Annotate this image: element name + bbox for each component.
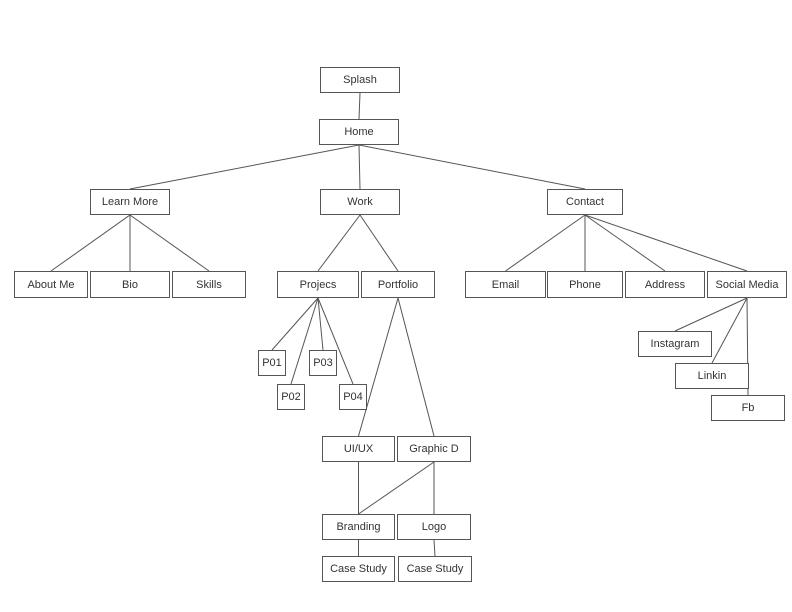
node-bio: Bio: [90, 271, 170, 298]
edge-portfolio-to-graphic-d: [397, 297, 435, 437]
edge-projects-to-p03: [317, 297, 324, 351]
node-splash: Splash: [320, 67, 400, 93]
node-phone: Phone: [547, 271, 623, 298]
node-fb: Fb: [711, 395, 785, 421]
node-portfolio: Portfolio: [361, 271, 435, 298]
node-p04: P04: [339, 384, 367, 410]
node-home: Home: [319, 119, 399, 145]
node-p02: P02: [277, 384, 305, 410]
node-case-study-logo: Case Study: [398, 556, 472, 582]
node-contact: Contact: [547, 189, 623, 215]
edge-projects-to-p04: [317, 297, 354, 385]
edge-learn-more-to-about-me: [50, 214, 131, 272]
edge-portfolio-to-ui-ux: [358, 297, 399, 437]
edge-projects-to-p01: [271, 297, 319, 351]
node-p01: P01: [258, 350, 286, 376]
node-social-media: Social Media: [707, 271, 787, 298]
edge-social-media-to-instagram: [674, 297, 748, 332]
node-ui-ux: UI/UX: [322, 436, 395, 462]
edge-work-to-portfolio: [359, 214, 399, 272]
edge-contact-to-address: [584, 214, 666, 272]
edge-projects-to-p02: [290, 297, 319, 385]
edge-social-media-to-linkin: [711, 297, 748, 364]
edge-splash-to-home: [358, 92, 361, 120]
edge-logo-to-case-study-2: [433, 539, 436, 557]
edge-home-to-learn-more: [129, 144, 360, 190]
node-projects: Projecs: [277, 271, 359, 298]
node-about-me: About Me: [14, 271, 88, 298]
edge-learn-more-to-skills: [129, 214, 210, 272]
node-address: Address: [625, 271, 705, 298]
node-p03: P03: [309, 350, 337, 376]
node-instagram: Instagram: [638, 331, 712, 357]
node-graphic-d: Graphic D: [397, 436, 471, 462]
edge-contact-to-social-media: [584, 214, 748, 272]
node-linkin: Linkin: [675, 363, 749, 389]
node-learn-more: Learn More: [90, 189, 170, 215]
node-branding: Branding: [322, 514, 395, 540]
node-case-study-branding: Case Study: [322, 556, 395, 582]
edge-graphic-d-to-branding: [358, 461, 435, 515]
edge-contact-to-email: [505, 214, 586, 272]
node-email: Email: [465, 271, 546, 298]
node-skills: Skills: [172, 271, 246, 298]
node-work: Work: [320, 189, 400, 215]
edge-work-to-projects: [317, 214, 361, 272]
edge-home-to-contact: [358, 144, 586, 190]
node-logo: Logo: [397, 514, 471, 540]
edge-home-to-work: [358, 144, 361, 190]
